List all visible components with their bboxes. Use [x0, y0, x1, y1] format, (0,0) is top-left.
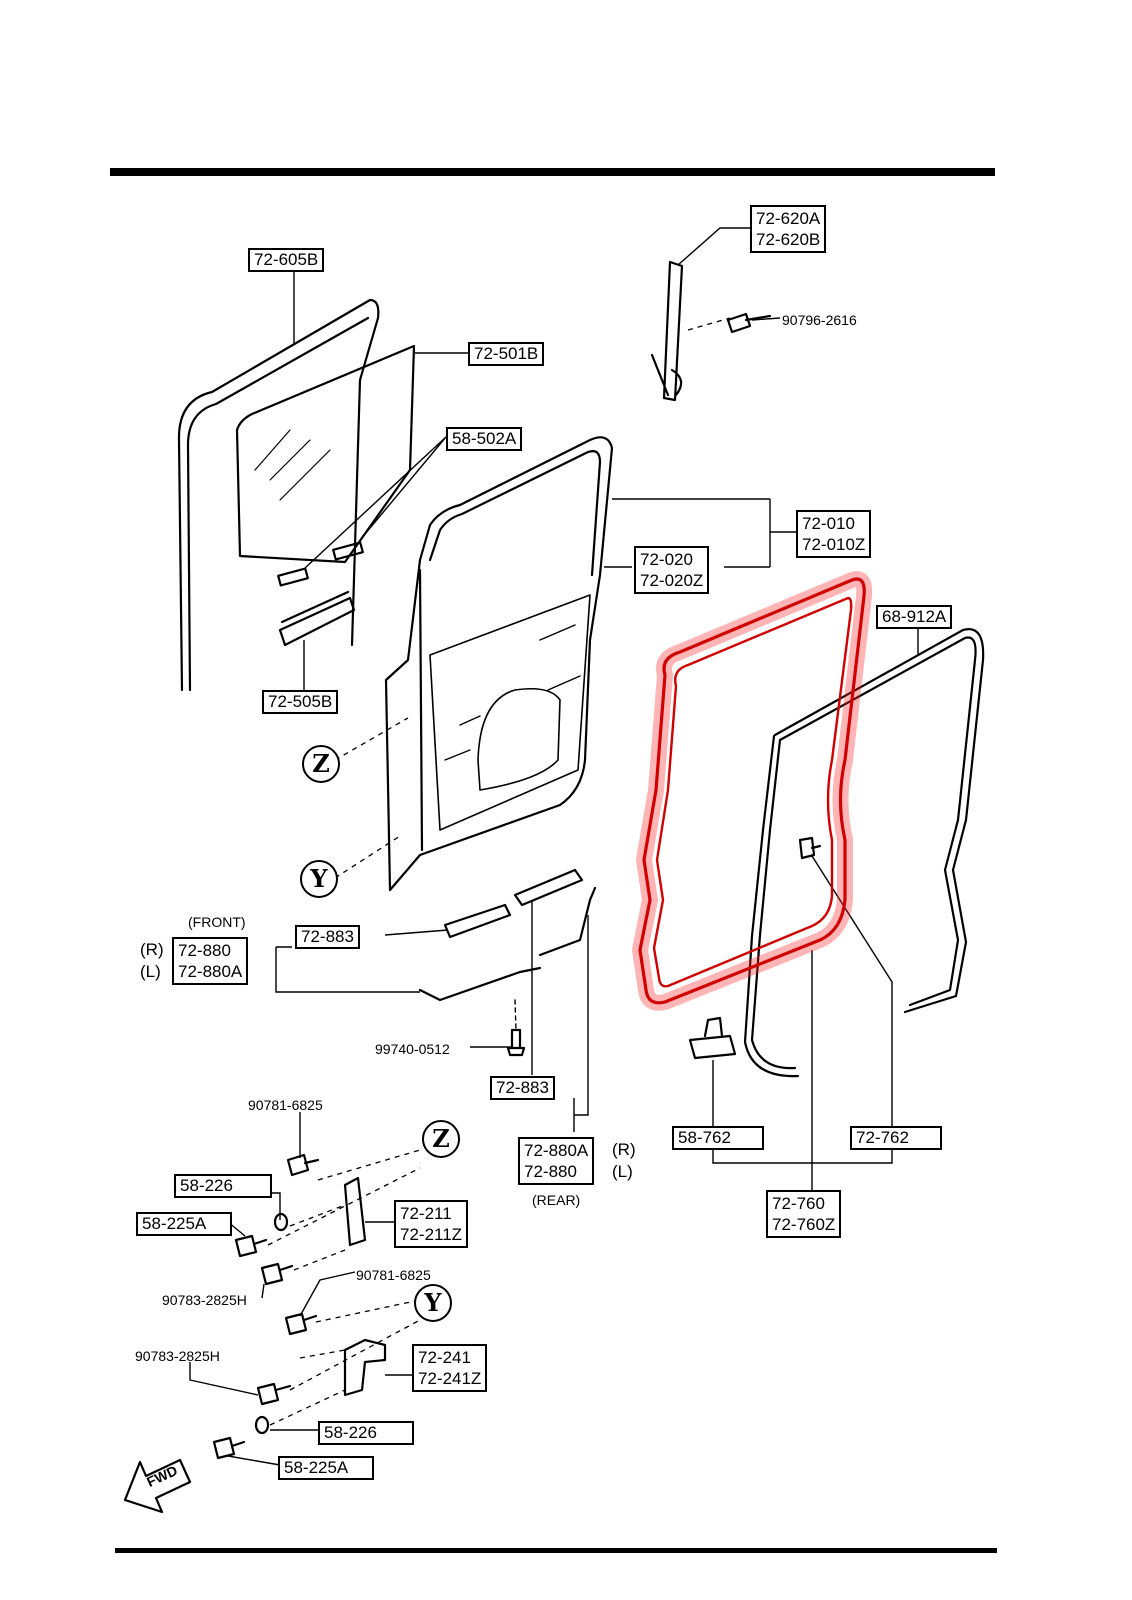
marker-y-lower: Y [414, 1284, 452, 1322]
label-58-226-b: 58-226 [318, 1421, 414, 1445]
label-90783-2825H-b: 90783-2825H [135, 1348, 220, 1364]
bolt-90781-6825-upper [286, 1153, 320, 1177]
glass-clip-upper [332, 541, 364, 561]
label-72-020Z-code: 72-020Z [640, 571, 704, 590]
label-72-620: 72-620A 72-620B [750, 205, 827, 253]
label-72-241-code: 72-241 [418, 1348, 471, 1367]
label-l-rear: (L) [612, 1162, 633, 1181]
label-72-880-rear: 72-880A 72-880 [518, 1137, 595, 1185]
label-72-880-front: 72-880 72-880A [172, 937, 249, 985]
clip-58-762 [688, 1016, 737, 1060]
label-72-760: 72-760 72-760Z [766, 1190, 842, 1238]
label-72-010-code: 72-010 [802, 514, 855, 533]
label-72-620A: 72-620A [756, 209, 821, 228]
bolt-90783-2825H-lower [256, 1382, 292, 1406]
label-90796-2616: 90796-2616 [782, 312, 857, 328]
label-72-211Z-code: 72-211Z [400, 1225, 463, 1244]
label-72-501B: 72-501B [468, 342, 545, 366]
label-90783-2825H-a: 90783-2825H [162, 1292, 247, 1308]
label-58-225A-b: 58-225A [278, 1456, 374, 1480]
glass-clip-lower [277, 567, 309, 587]
label-72-020: 72-020 72-020Z [634, 546, 710, 594]
washer-58-226-lower [254, 1415, 270, 1435]
run-channel-72-605B [177, 298, 380, 692]
bolt-90783-2825H-upper [260, 1262, 294, 1286]
label-72-620B: 72-620B [756, 230, 821, 249]
label-72-880A-code: 72-880A [178, 962, 243, 981]
bolt-58-225A-lower [212, 1436, 246, 1460]
label-72-880A-rear-code: 72-880A [524, 1141, 589, 1160]
label-72-211: 72-211 72-211Z [394, 1200, 469, 1248]
marker-z-upper: Z [302, 745, 340, 783]
label-72-211-code: 72-211 [400, 1204, 452, 1223]
label-72-762: 72-762 [850, 1126, 942, 1150]
washer-58-226-upper [273, 1212, 289, 1232]
door-inner-panel [429, 594, 591, 831]
label-99740-0512: 99740-0512 [375, 1041, 450, 1057]
hinge-72-211 [343, 1176, 367, 1247]
door-panel-72-010 [384, 436, 614, 892]
bottom-rule [115, 1548, 997, 1553]
hinge-72-241 [343, 1338, 387, 1397]
door-glass-72-501B [235, 344, 416, 564]
marker-y-upper: Y [300, 860, 338, 898]
label-r-rear: (R) [612, 1140, 636, 1159]
sill-plate-72-883-front [443, 903, 512, 939]
label-68-912A: 68-912A [876, 605, 953, 629]
screw-99740-0512 [506, 1028, 526, 1057]
label-72-241: 72-241 72-241Z [412, 1344, 488, 1392]
label-72-880-code: 72-880 [178, 941, 231, 960]
label-58-226-a: 58-226 [174, 1174, 272, 1198]
label-58-225A-a: 58-225A [136, 1212, 232, 1236]
fwd-arrow-icon [123, 1458, 192, 1514]
label-72-020-code: 72-020 [640, 550, 693, 569]
center-sash-72-620 [650, 260, 684, 402]
label-72-760-code: 72-760 [772, 1194, 825, 1213]
label-90781-6825-b: 90781-6825 [356, 1267, 431, 1283]
label-72-241Z-code: 72-241Z [418, 1369, 482, 1388]
bolt-58-225A-upper [234, 1234, 268, 1258]
label-72-010Z-code: 72-010Z [802, 535, 866, 554]
bolt-90796-2616 [726, 312, 772, 334]
label-72-505B: 72-505B [262, 690, 339, 714]
clip-72-762 [798, 836, 822, 860]
label-72-883-bottom: 72-883 [490, 1076, 555, 1100]
label-rear: (REAR) [532, 1192, 581, 1208]
weatherstrip-68-912A [773, 628, 985, 1014]
label-58-502A: 58-502A [446, 427, 523, 451]
label-72-880-rear-code: 72-880 [524, 1162, 577, 1181]
label-58-762: 58-762 [672, 1126, 764, 1150]
marker-z-lower: Z [422, 1120, 460, 1158]
top-rule [110, 168, 995, 176]
lower-rail-72-880-front [418, 966, 542, 1002]
label-front: (FRONT) [188, 914, 246, 930]
label-r-front: (R) [140, 940, 164, 959]
sill-plate-72-883-rear [513, 868, 584, 907]
glass-channel-72-505B [278, 590, 356, 647]
label-l-front: (L) [140, 962, 161, 981]
label-72-010: 72-010 72-010Z [796, 510, 872, 558]
label-72-760Z-code: 72-760Z [772, 1215, 836, 1234]
label-90781-6825-a: 90781-6825 [248, 1097, 323, 1113]
label-72-883-top: 72-883 [295, 925, 360, 949]
lower-rail-72-880-rear [538, 886, 597, 957]
bolt-90781-6825-lower [284, 1312, 318, 1336]
label-72-605B: 72-605B [248, 248, 325, 272]
